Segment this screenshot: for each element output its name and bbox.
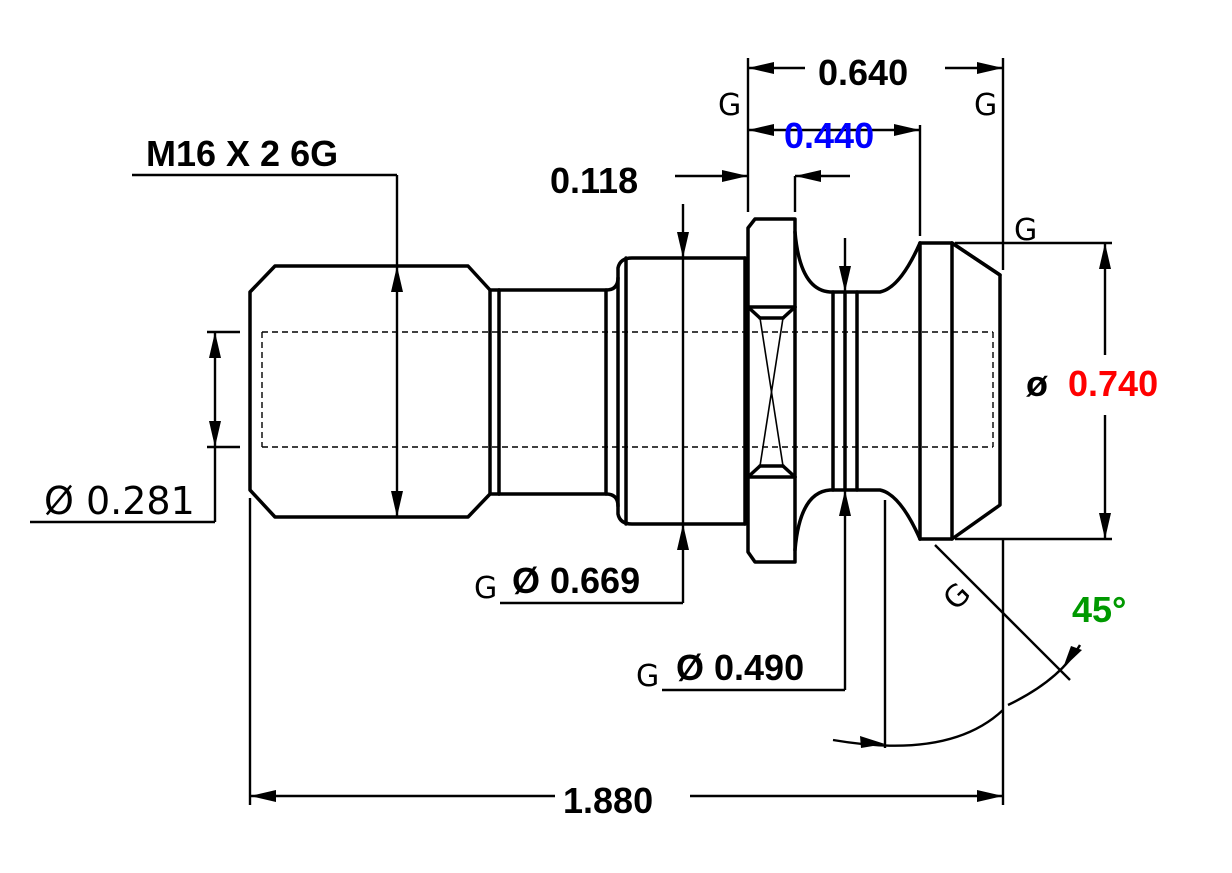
flange [746, 217, 797, 564]
thread-section [248, 264, 492, 519]
datum-mark: G [718, 88, 741, 123]
cone-angle-label: 45° [1072, 589, 1126, 630]
dimension-labels: M16 X 2 6G Ø 0.281 0.118 0.640 0.440 Ø 0… [44, 52, 1158, 821]
part-outline [248, 217, 1002, 564]
datum-mark: G [474, 571, 497, 606]
head-length-label: 0.440 [784, 115, 874, 156]
head-cone [918, 241, 1002, 541]
thread-spec-label: M16 X 2 6G [146, 133, 338, 174]
head-diameter-symbol: ø [1026, 363, 1048, 404]
dimension-lines [30, 58, 1112, 805]
overall-head-length-label: 0.640 [818, 52, 908, 93]
collar-diameter-label: Ø 0.669 [512, 560, 640, 601]
datum-mark: G [1014, 213, 1037, 248]
retention-neck [793, 230, 922, 294]
head-diameter-label: 0.740 [1068, 363, 1158, 404]
overall-length-label: 1.880 [563, 780, 653, 821]
bore-diameter-label: Ø 0.281 [44, 479, 195, 523]
neck-diameter-label: Ø 0.490 [676, 647, 804, 688]
shank-neck [497, 256, 747, 292]
flange-offset-label: 0.118 [550, 160, 638, 201]
datum-mark: G [974, 88, 997, 123]
datum-mark: G [636, 659, 659, 694]
hidden-bore [261, 331, 994, 448]
